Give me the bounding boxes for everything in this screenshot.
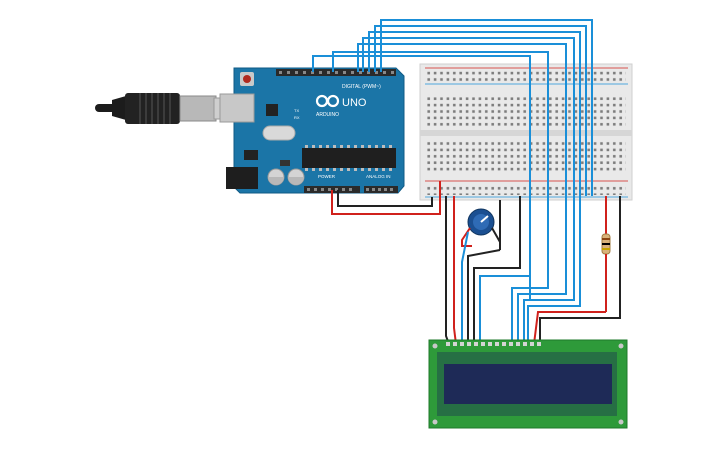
power-jack bbox=[226, 167, 258, 189]
pot-right-wire bbox=[491, 200, 501, 250]
arduino-uno-board: DIGITAL (PWM~) UNO ARDUINO TX RX bbox=[219, 67, 405, 194]
usb-jack bbox=[219, 93, 255, 123]
lcd-header-pins bbox=[446, 342, 541, 346]
atmega-chip bbox=[302, 148, 396, 168]
rail-top bbox=[426, 71, 626, 82]
capacitors bbox=[267, 168, 305, 186]
5v-wire bbox=[331, 181, 441, 215]
terminal-strip-top bbox=[426, 94, 626, 127]
resistor-icon bbox=[601, 196, 611, 312]
lcd-wires bbox=[445, 196, 621, 345]
arduino-model: UNO bbox=[342, 97, 367, 109]
pot-left-wire bbox=[461, 227, 472, 247]
crystal bbox=[262, 125, 296, 141]
breadboard bbox=[419, 63, 633, 201]
terminal-strip-bottom bbox=[426, 140, 626, 173]
arduino-logo bbox=[315, 94, 340, 108]
potentiometer-icon bbox=[467, 208, 495, 236]
digital-label: DIGITAL (PWM~) bbox=[342, 84, 381, 90]
analog-label: ANALOG IN bbox=[366, 174, 391, 179]
rx-label: RX bbox=[294, 115, 300, 120]
tx-label: TX bbox=[294, 108, 299, 113]
usb-chip bbox=[266, 104, 278, 116]
rail-bottom bbox=[426, 184, 626, 195]
power-header bbox=[304, 186, 360, 193]
power-label: POWER bbox=[318, 174, 336, 179]
usb-cable-icon bbox=[95, 93, 235, 124]
gnd-wire bbox=[337, 190, 433, 207]
lcd-16x2-module bbox=[428, 339, 628, 429]
lcd-screen bbox=[444, 364, 612, 404]
arduino-brand: ARDUINO bbox=[316, 112, 339, 118]
